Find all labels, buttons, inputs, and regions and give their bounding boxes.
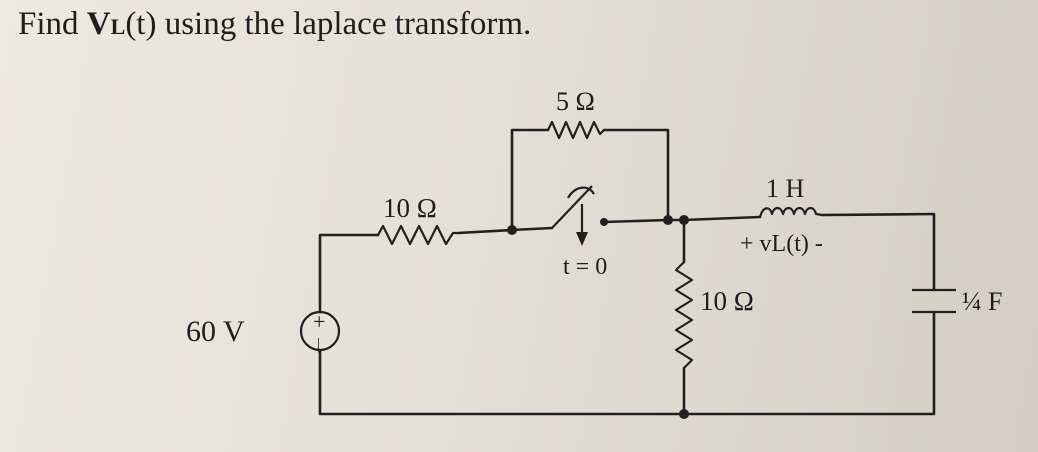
wire-node-a-to-switch [510, 226, 554, 232]
node-b [663, 215, 673, 225]
wire-bypass-left [510, 128, 550, 232]
source-minus-sign: | [317, 336, 320, 353]
resistor-r2-symbol [547, 120, 605, 140]
wire-node-c-to-inductor [682, 215, 762, 222]
inductor-label: 1 H [766, 174, 805, 203]
voltage-source-symbol [299, 310, 341, 352]
node-a [507, 225, 517, 235]
source-label: 60 V [186, 315, 245, 348]
switch-time-label: t = 0 [563, 254, 607, 280]
problem-suffix: (t) using the laplace transform. [125, 6, 532, 42]
resistor-r1-symbol [377, 224, 458, 246]
capacitor-label: ¼ F [962, 287, 1002, 316]
wire-inductor-to-cap [820, 212, 936, 292]
problem-variable: VL [86, 6, 126, 42]
switch-hinge-mark [567, 186, 595, 199]
problem-statement: Find VL(t) using the laplace transform. [18, 6, 531, 43]
wire-source-top [318, 233, 380, 314]
wire-bottom [318, 310, 936, 416]
node-c [679, 215, 689, 225]
wire-switch-to-node-b [602, 218, 670, 224]
resistor-r3-symbol [674, 261, 694, 369]
r2-label: 5 Ω [556, 87, 595, 116]
r3-label: 10 Ω [700, 286, 754, 316]
inductor-symbol [758, 206, 823, 218]
source-plus-sign: + [313, 309, 325, 334]
problem-prefix: Find [18, 6, 87, 42]
switch-contact [600, 218, 608, 226]
wire-bypass-right [602, 128, 670, 222]
node-bottom [679, 409, 689, 419]
switch-arrow-head [576, 232, 588, 246]
wire-r1-to-node-a [456, 228, 514, 235]
switch-blade [551, 185, 593, 229]
r1-label: 10 Ω [383, 193, 437, 223]
inductor-voltage-label: + vL(t) - [740, 231, 823, 257]
